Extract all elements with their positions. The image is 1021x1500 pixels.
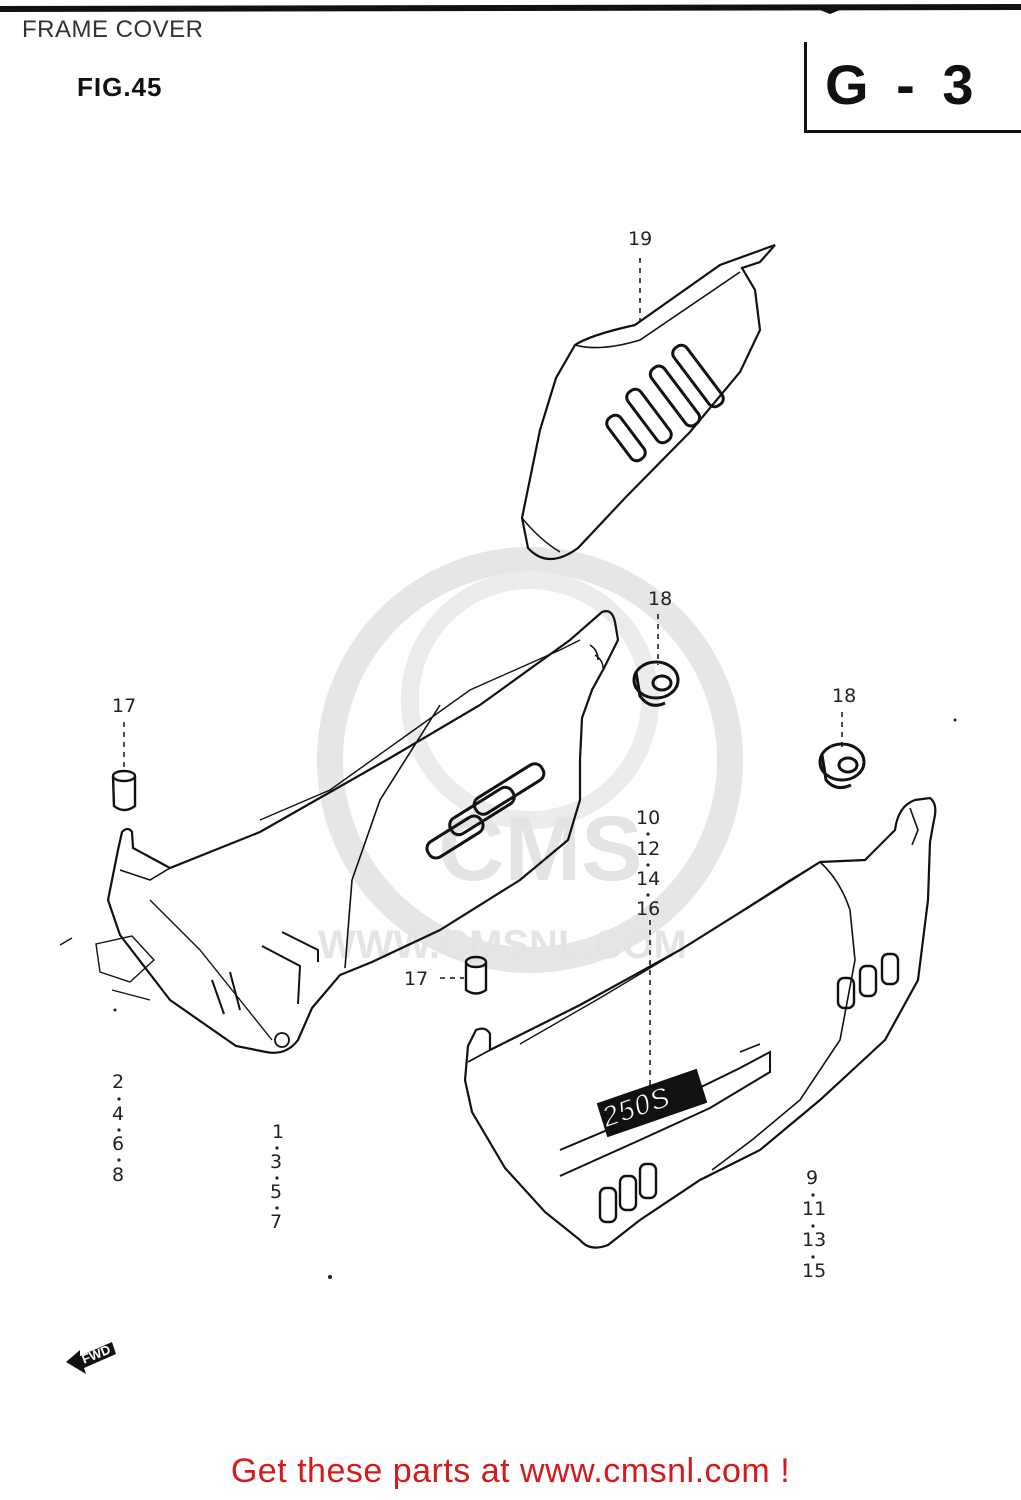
footer-parts-link[interactable]: Get these parts at www.cmsnl.com !	[230, 1452, 791, 1490]
cap-louvre-slots	[605, 343, 725, 463]
watermark-logo: CMS	[438, 798, 642, 900]
callout-right-cover-4: 15	[802, 1260, 826, 1282]
callout-grommet-middle: 17	[404, 968, 428, 990]
emblem-250s: 250S	[595, 1068, 708, 1138]
page-code: G - 3	[825, 53, 980, 116]
left-cover-louvre-slots	[425, 762, 546, 860]
callout-left-cover-b-3: 5	[270, 1181, 282, 1203]
cushion-right	[818, 742, 866, 790]
callout-left-cover-a-1: 2	[112, 1071, 124, 1093]
callout-left-cover-b-2: 3	[270, 1151, 282, 1173]
fwd-arrow-icon: FWD	[66, 1342, 116, 1374]
cushion-upper	[632, 660, 680, 707]
callout-grommet-left: 17	[112, 695, 136, 717]
left-cover-lower-slots	[211, 931, 319, 1015]
frame-cover-right: 250S	[463, 796, 937, 1249]
frame-cover-left	[59, 610, 620, 1054]
top-border	[0, 4, 1021, 14]
callout-cushion-right: 18	[832, 685, 856, 707]
right-cover-slots	[598, 952, 900, 1224]
leader-lines	[123, 258, 843, 1098]
callout-cushion-upper: 18	[648, 588, 672, 610]
callout-right-cover-2: 11	[802, 1198, 826, 1220]
callouts: 19 18 18 17 17 2 4 6 8 1 3 5 7 10 12 14 …	[112, 228, 856, 1282]
callout-right-cover-1: 9	[806, 1167, 818, 1189]
grommet-middle	[464, 955, 488, 995]
frame-cover-cap	[520, 243, 776, 561]
watermark: CMS WWW.CMSNL.COM	[317, 547, 743, 973]
callout-right-emblem-2: 12	[636, 838, 660, 860]
callout-right-emblem-3: 14	[636, 868, 660, 890]
callout-cap: 19	[628, 228, 652, 250]
scan-specks	[113, 718, 957, 1279]
callout-left-cover-a-3: 6	[112, 1133, 124, 1155]
callout-left-cover-b-4: 7	[270, 1211, 282, 1233]
callout-right-cover-3: 13	[802, 1229, 826, 1251]
figure-label: FIG.45	[77, 72, 163, 102]
grommet-left	[111, 769, 137, 812]
callout-right-emblem-1: 10	[636, 807, 660, 829]
callout-left-cover-a-4: 8	[112, 1164, 124, 1186]
callout-left-cover-b-1: 1	[272, 1121, 284, 1143]
fwd-label: FWD	[80, 1342, 113, 1367]
page-code-box: G - 3	[804, 42, 1021, 133]
callout-right-emblem-4: 16	[636, 898, 660, 920]
callout-left-cover-a-2: 4	[112, 1103, 124, 1125]
section-title: FRAME COVER	[22, 16, 204, 43]
